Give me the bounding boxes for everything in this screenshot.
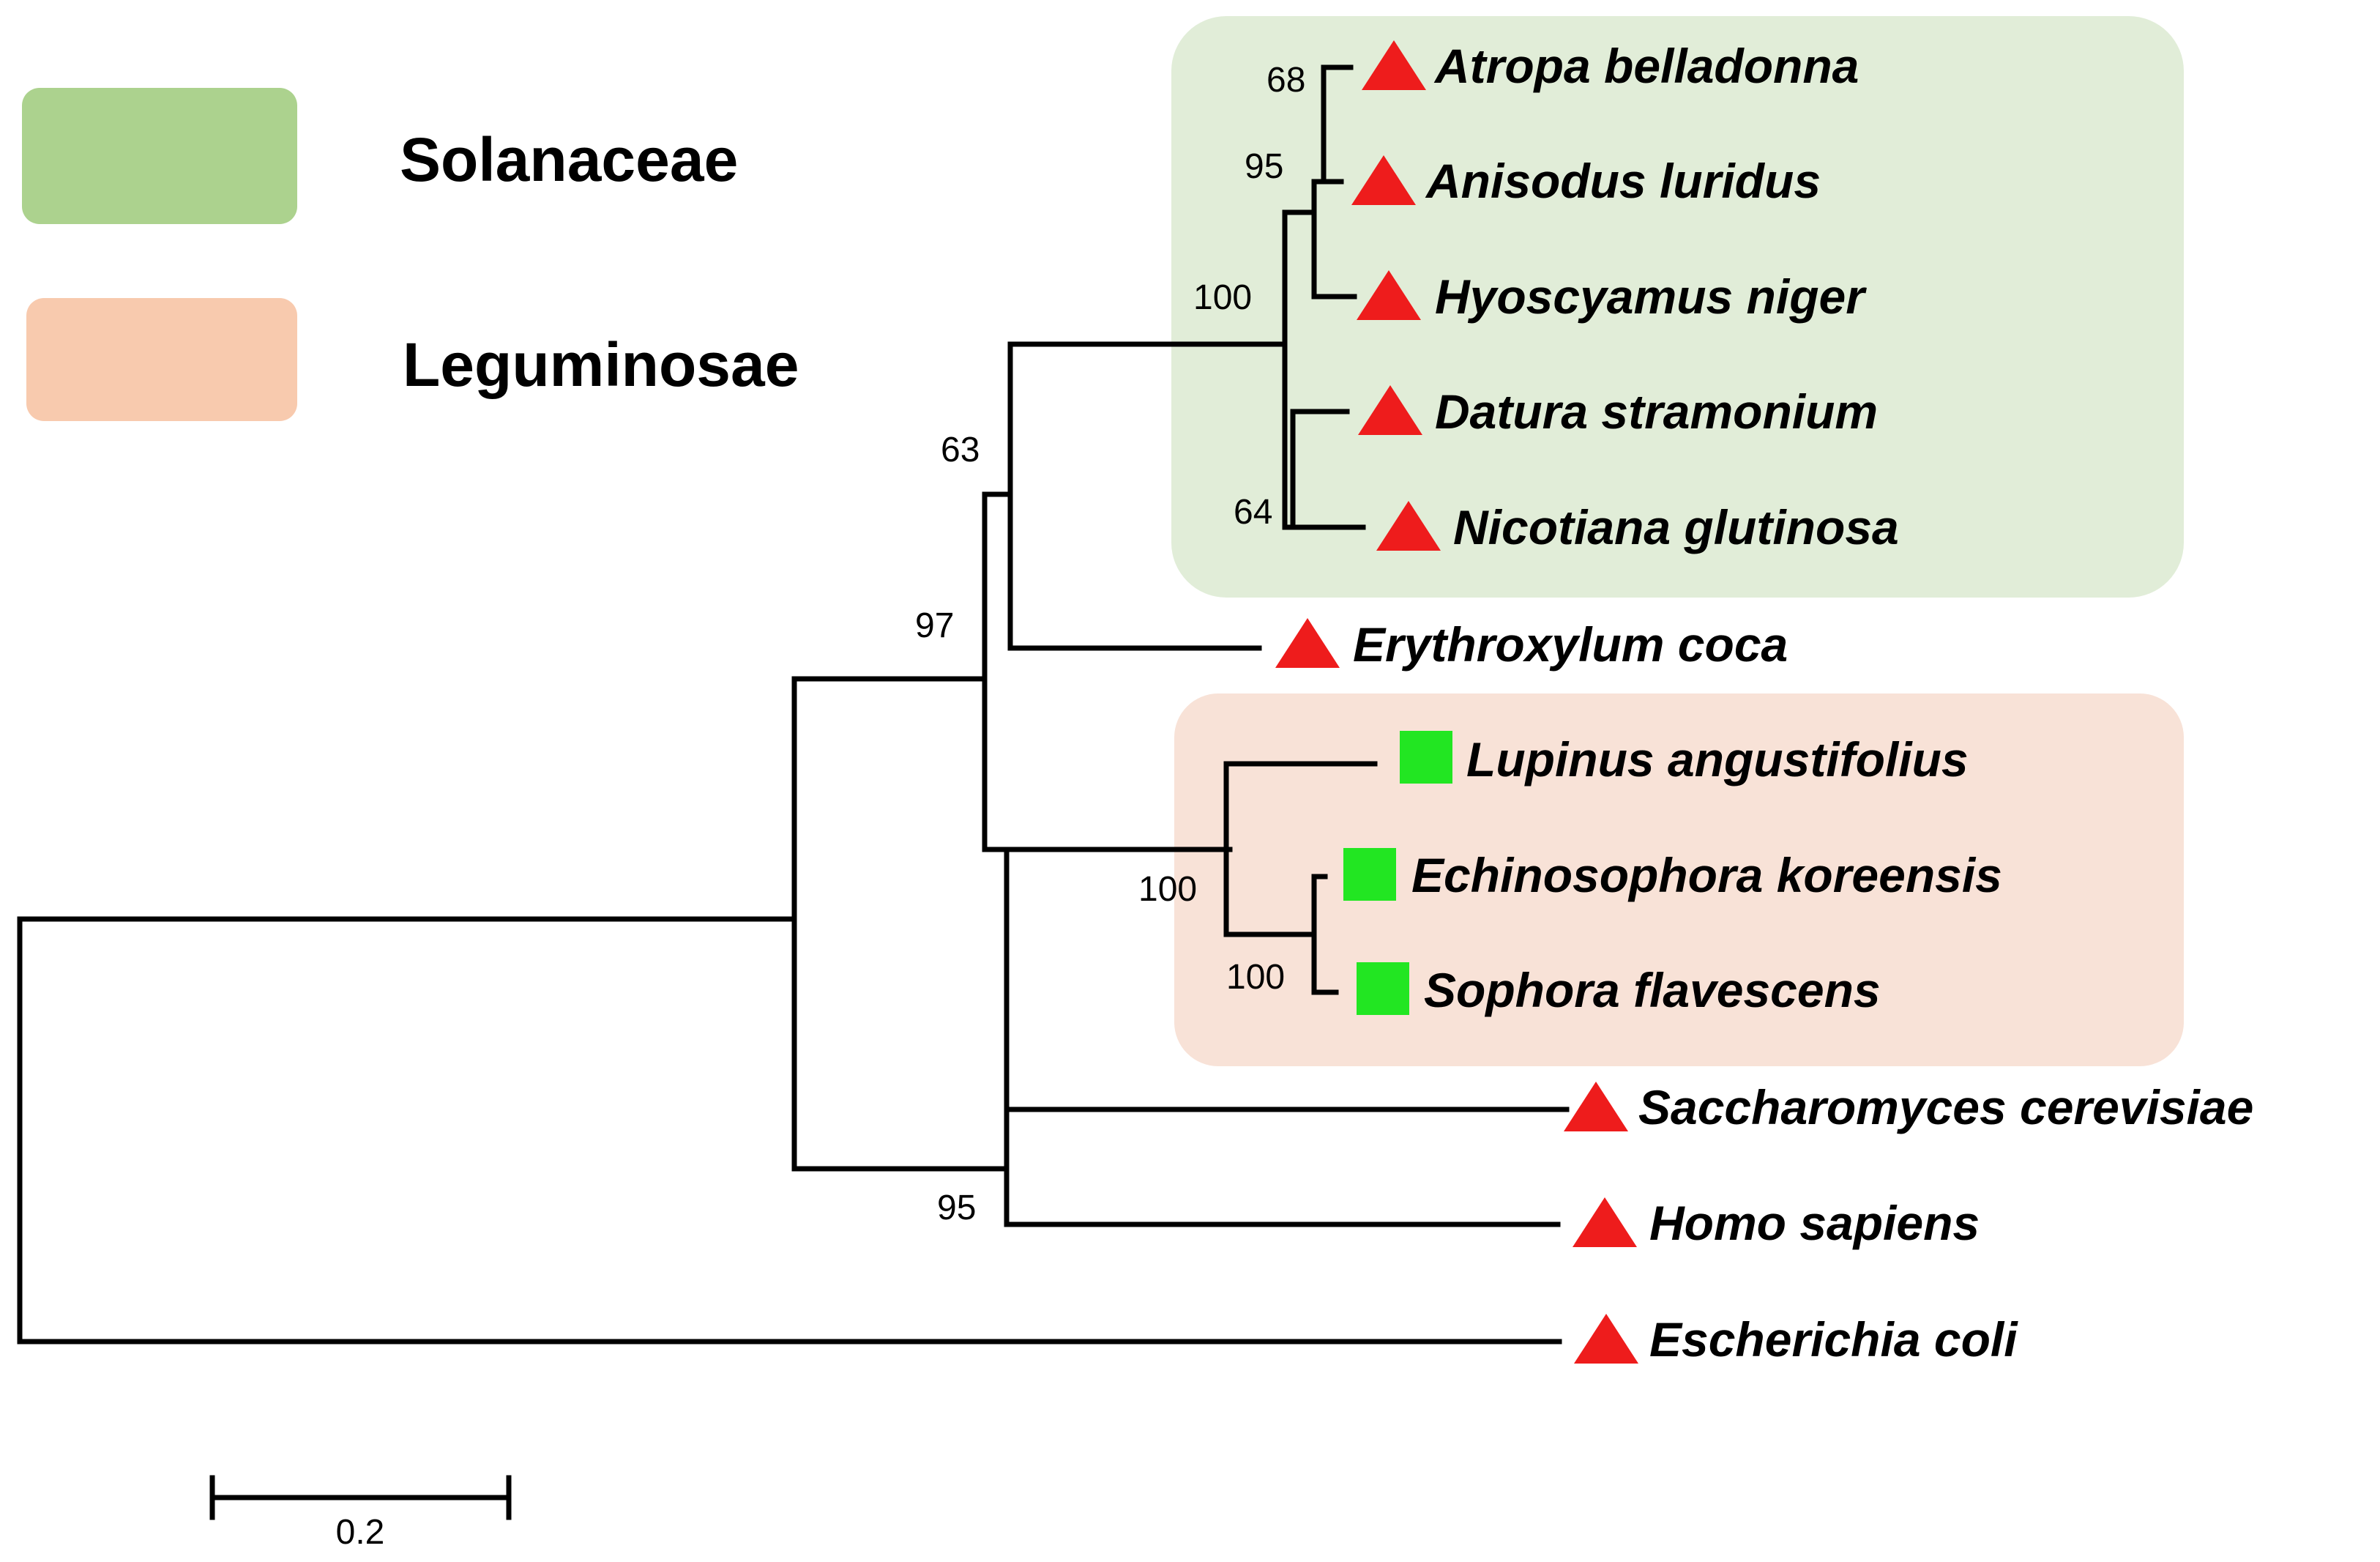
scale-bar-line bbox=[209, 1475, 512, 1520]
solanaceae-clade-box bbox=[1171, 16, 2184, 598]
scale-bar-label: 0.2 bbox=[336, 1513, 385, 1552]
triangle-marker-icon bbox=[1357, 270, 1421, 320]
triangle-marker-icon bbox=[1358, 385, 1422, 435]
taxon-label: Erythroxylum coca bbox=[1353, 617, 1788, 672]
taxon-label: Anisodus luridus bbox=[1425, 154, 1821, 208]
triangle-marker-icon bbox=[1351, 155, 1416, 205]
bootstrap-label: 68 bbox=[1267, 61, 1305, 100]
bootstrap-values: 68 95 100 64 63 97 100 100 95 bbox=[915, 61, 1305, 1227]
taxon-labels: Atropa belladonna Anisodus luridus Hyosc… bbox=[1353, 39, 2253, 1366]
branch-node-95-outgroup bbox=[1004, 1107, 1570, 1227]
legend-label-leguminosae: Leguminosae bbox=[403, 330, 799, 399]
branch-node-64 bbox=[1290, 409, 1366, 530]
taxon-label: Homo sapiens bbox=[1649, 1196, 1980, 1250]
legend-swatch-solanaceae bbox=[22, 88, 297, 224]
taxon-label: Atropa belladonna bbox=[1433, 39, 1859, 93]
taxon-label: Saccharomyces cerevisiae bbox=[1638, 1080, 2253, 1134]
legend: Solanaceae Leguminosae bbox=[22, 88, 799, 421]
tree-branches bbox=[17, 64, 1570, 1345]
taxon-label: Lupinus angustifolius bbox=[1466, 732, 1969, 786]
triangle-marker-icon bbox=[1362, 40, 1426, 90]
leguminosae-clade-box bbox=[1174, 693, 2184, 1066]
branch-node-63b bbox=[1007, 341, 1288, 651]
branch-node-63 bbox=[982, 491, 1233, 852]
legend-label-solanaceae: Solanaceae bbox=[400, 125, 738, 194]
triangle-marker-icon bbox=[1564, 1082, 1628, 1131]
bootstrap-label: 100 bbox=[1193, 278, 1252, 317]
taxon-markers bbox=[1275, 40, 1638, 1364]
triangle-marker-icon bbox=[1573, 1197, 1637, 1247]
legend-swatch-leguminosae bbox=[26, 298, 297, 421]
taxon-label: Echinosophora koreensis bbox=[1411, 848, 2002, 902]
taxon-label: Escherichia coli bbox=[1649, 1312, 2018, 1366]
branch-root bbox=[17, 916, 1562, 1345]
square-marker-icon bbox=[1357, 962, 1409, 1015]
taxon-label: Datura stramonium bbox=[1435, 384, 1878, 439]
scale-bar: 0.2 bbox=[209, 1475, 512, 1552]
branch-node-68 bbox=[1321, 64, 1354, 185]
taxon-label: Nicotiana glutinosa bbox=[1453, 500, 1899, 554]
bootstrap-label: 97 bbox=[915, 606, 954, 645]
bootstrap-label: 64 bbox=[1234, 493, 1272, 532]
bootstrap-label: 100 bbox=[1226, 958, 1285, 997]
bootstrap-label: 63 bbox=[941, 431, 980, 469]
taxon-label: Hyoscyamus niger bbox=[1435, 269, 1867, 324]
bootstrap-label: 95 bbox=[1245, 147, 1283, 186]
branch-node-100-leguminosae bbox=[1223, 761, 1378, 937]
branch-node-100-sophora bbox=[1311, 874, 1339, 995]
branch-node-97 bbox=[791, 676, 1010, 1172]
bootstrap-label: 95 bbox=[937, 1189, 976, 1227]
triangle-marker-icon bbox=[1376, 501, 1441, 551]
taxon-label: Sophora flavescens bbox=[1424, 963, 1881, 1017]
triangle-marker-icon bbox=[1275, 618, 1340, 668]
square-marker-icon bbox=[1343, 848, 1396, 901]
triangle-marker-icon bbox=[1574, 1314, 1638, 1364]
square-marker-icon bbox=[1400, 731, 1452, 784]
bootstrap-label: 100 bbox=[1138, 870, 1197, 909]
